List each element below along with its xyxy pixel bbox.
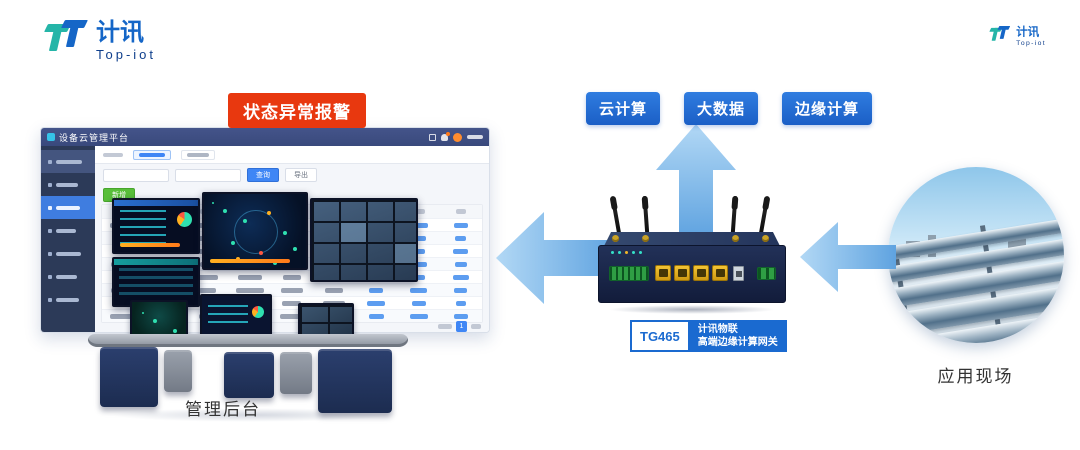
page-number[interactable]: 1 xyxy=(456,321,467,332)
brand-name-en: Top-iot xyxy=(1016,39,1046,47)
filter-input[interactable] xyxy=(175,168,241,182)
topiot-logo-icon xyxy=(989,26,1011,43)
sidebar-item[interactable] xyxy=(41,219,95,242)
topiot-logo-icon xyxy=(44,20,88,56)
power-connector-icon xyxy=(757,267,776,280)
ethernet-port-icon xyxy=(674,265,690,281)
arrow-left-from-site-icon xyxy=(800,222,896,292)
site-photo-circle xyxy=(888,167,1064,343)
desk-monitor xyxy=(298,303,354,337)
antenna-icon xyxy=(642,195,650,237)
filter-toolbar: 查询 导出 xyxy=(95,164,489,186)
query-button[interactable]: 查询 xyxy=(247,168,279,182)
sidebar-item[interactable] xyxy=(41,242,95,265)
platform-logo-icon xyxy=(47,133,55,141)
wall-screen-cctv-grid xyxy=(310,198,418,282)
router-description: 计讯物联 高端边缘计算网关 xyxy=(686,320,787,352)
edge-computing-button[interactable]: 边缘计算 xyxy=(782,92,873,125)
ethernet-port-icon xyxy=(655,265,671,281)
alarm-badge: 状态异常报警 xyxy=(228,93,366,128)
tab-strip xyxy=(95,146,489,164)
desk-cabinet xyxy=(164,350,192,392)
pagination[interactable]: 1 xyxy=(438,321,481,332)
user-name-placeholder xyxy=(467,135,483,139)
router-device xyxy=(598,192,788,318)
tab-inactive[interactable] xyxy=(181,149,215,160)
user-avatar[interactable] xyxy=(453,132,462,142)
ethernet-port-icon xyxy=(712,265,728,281)
pie-chart-icon xyxy=(177,212,192,227)
capability-buttons: 云计算 大数据 边缘计算 xyxy=(586,92,873,125)
wall-screen-map xyxy=(202,192,308,270)
desk-cabinet xyxy=(280,352,312,394)
router-top-panel xyxy=(604,232,780,246)
breadcrumb xyxy=(103,152,123,157)
brand-name-cn: 计讯 xyxy=(1016,25,1040,39)
sidebar-item[interactable] xyxy=(41,173,95,196)
sidebar-section[interactable] xyxy=(41,150,95,173)
router-label: TG465 计讯物联 高端边缘计算网关 xyxy=(630,320,787,352)
antenna-icon xyxy=(610,195,622,237)
desk-cabinet xyxy=(224,352,274,398)
notification-bell-icon[interactable] xyxy=(441,131,450,141)
antenna-icon xyxy=(730,195,738,237)
big-data-button[interactable]: 大数据 xyxy=(684,92,759,125)
platform-sidebar xyxy=(41,146,95,332)
filter-input[interactable] xyxy=(103,168,169,182)
logo-topiot-corner: 计讯 Top-iot xyxy=(989,25,1046,50)
platform-titlebar: 设备云管理平台 xyxy=(41,128,489,146)
ethernet-port-icon xyxy=(693,265,709,281)
brand-name-en: Top-iot xyxy=(96,47,157,63)
desk-cabinet xyxy=(318,349,392,413)
status-led-icons xyxy=(611,251,642,254)
router-shadow xyxy=(608,305,776,314)
wall-screen-dashboard xyxy=(112,198,200,254)
terminal-block xyxy=(609,266,649,281)
sidebar-item[interactable] xyxy=(41,265,95,288)
sidebar-item-active[interactable] xyxy=(41,196,95,219)
usb-port-icon xyxy=(733,266,744,281)
router-model-badge: TG465 xyxy=(630,320,690,352)
desk-monitor xyxy=(130,300,188,336)
cloud-computing-button[interactable]: 云计算 xyxy=(586,92,661,125)
desk-cabinet xyxy=(100,347,158,407)
logo-topiot-main: 计讯 Top-iot xyxy=(44,19,157,63)
antenna-icon xyxy=(758,195,770,237)
caption-application-site: 应用现场 xyxy=(937,367,1014,386)
desk-monitor xyxy=(200,294,272,338)
platform-title: 设备云管理平台 xyxy=(59,132,130,143)
router-front-panel xyxy=(598,245,786,303)
brand-name-cn: 计讯 xyxy=(96,19,144,46)
control-desk-surface xyxy=(88,334,408,347)
apps-grid-icon[interactable] xyxy=(429,133,436,141)
tab-active[interactable] xyxy=(133,149,171,160)
caption-management-backend: 管理后台 xyxy=(185,400,261,419)
map-markers xyxy=(212,202,214,204)
sidebar-item[interactable] xyxy=(41,288,95,311)
export-button[interactable]: 导出 xyxy=(285,168,317,182)
